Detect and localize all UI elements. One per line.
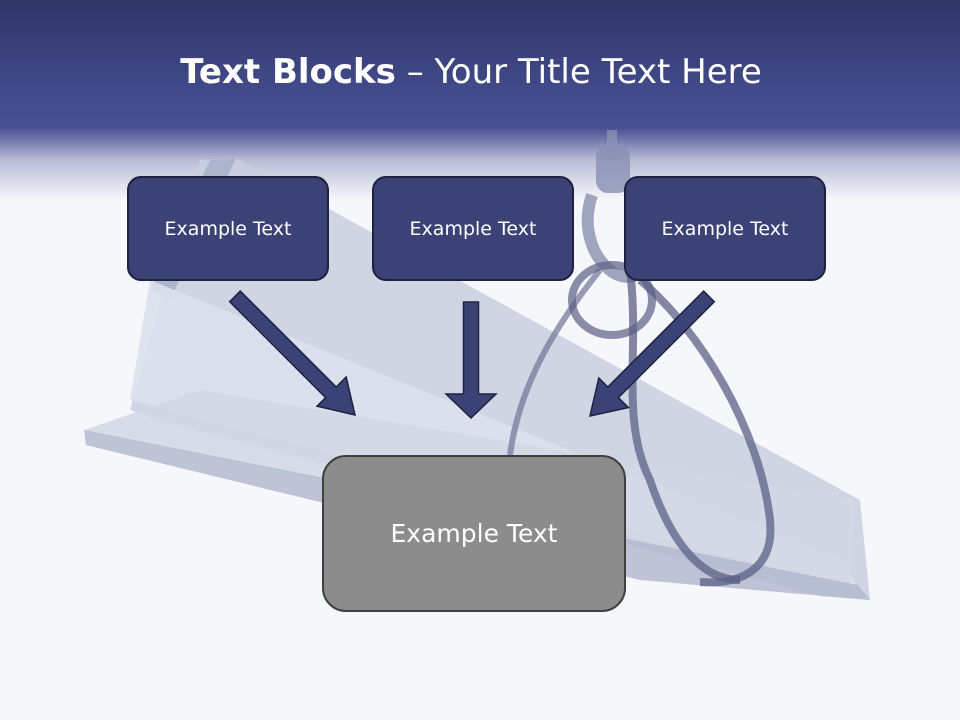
top-block-1: Example Text: [127, 176, 329, 281]
arrow-down-right: [228, 290, 357, 417]
title-rest: Your Title Text Here: [434, 52, 762, 92]
title-bold: Text Blocks: [180, 52, 396, 92]
bottom-block: Example Text: [322, 455, 626, 612]
top-block-2: Example Text: [372, 176, 574, 281]
top-block-3: Example Text: [624, 176, 826, 281]
arrow-down: [444, 301, 498, 420]
slide-title: Text Blocks – Your Title Text Here: [0, 52, 942, 92]
arrow-down-left: [589, 290, 716, 417]
header-band: [0, 0, 960, 200]
title-dash: –: [395, 52, 435, 92]
